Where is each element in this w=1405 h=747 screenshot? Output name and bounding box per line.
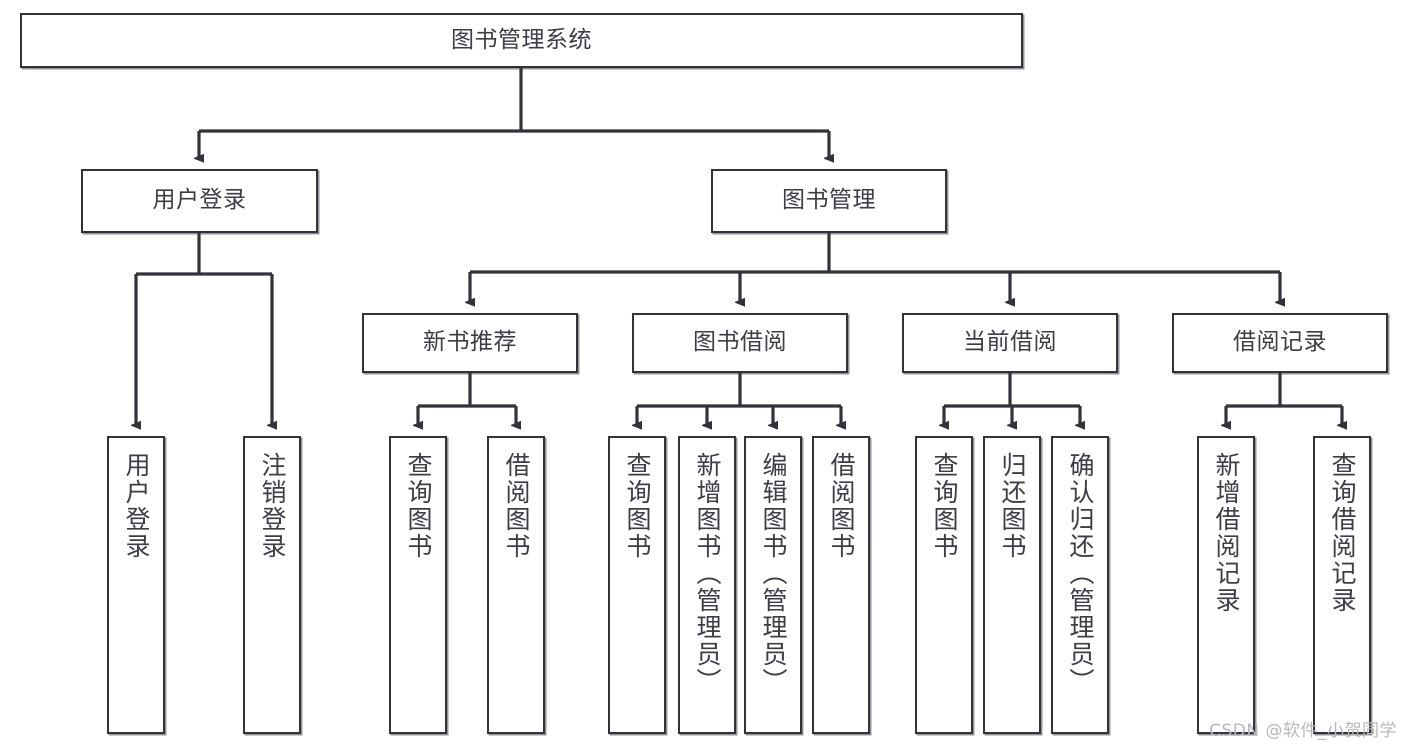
- node-leaf-confirm-return-label: 确认归还（管理员）: [1066, 452, 1095, 695]
- node-leaf-return-book-label: 归还图书: [998, 452, 1027, 560]
- node-book-manage-label: 图书管理: [782, 187, 876, 214]
- node-book-borrow-label: 图书借阅: [693, 329, 787, 356]
- node-book-manage[interactable]: 图书管理: [711, 169, 947, 233]
- node-leaf-borrow-book-1[interactable]: 借阅图书: [487, 436, 545, 734]
- node-current-borrow[interactable]: 当前借阅: [902, 313, 1118, 373]
- node-leaf-query-book-3-label: 查询图书: [930, 452, 959, 560]
- node-leaf-query-record[interactable]: 查询借阅记录: [1313, 436, 1371, 734]
- node-borrow-record[interactable]: 借阅记录: [1172, 313, 1388, 373]
- node-leaf-query-book-1-label: 查询图书: [404, 452, 433, 560]
- node-leaf-query-book-2-label: 查询图书: [623, 452, 652, 560]
- node-leaf-query-record-label: 查询借阅记录: [1328, 452, 1357, 614]
- node-leaf-add-record-label: 新增借阅记录: [1212, 452, 1241, 614]
- node-leaf-add-record[interactable]: 新增借阅记录: [1197, 436, 1255, 734]
- node-user-login-label: 用户登录: [152, 187, 247, 214]
- node-book-borrow[interactable]: 图书借阅: [632, 313, 848, 373]
- node-leaf-logout[interactable]: 注销登录: [243, 436, 301, 734]
- node-leaf-user-login-label: 用户登录: [122, 452, 151, 560]
- node-leaf-borrow-book-1-label: 借阅图书: [502, 452, 531, 560]
- node-root-system[interactable]: 图书管理系统: [20, 13, 1023, 68]
- node-leaf-query-book-1[interactable]: 查询图书: [389, 436, 447, 734]
- node-leaf-query-book-2[interactable]: 查询图书: [608, 436, 666, 734]
- node-leaf-edit-book-label: 编辑图书（管理员）: [759, 452, 788, 695]
- node-new-book-recommend[interactable]: 新书推荐: [362, 313, 578, 373]
- node-leaf-return-book[interactable]: 归还图书: [983, 436, 1041, 734]
- node-leaf-add-book[interactable]: 新增图书（管理员）: [678, 436, 736, 734]
- node-borrow-record-label: 借阅记录: [1233, 329, 1327, 356]
- node-root-system-label: 图书管理系统: [451, 26, 592, 53]
- node-user-login[interactable]: 用户登录: [81, 169, 318, 233]
- node-current-borrow-label: 当前借阅: [963, 329, 1057, 356]
- node-leaf-confirm-return[interactable]: 确认归还（管理员）: [1051, 436, 1109, 734]
- node-leaf-borrow-book-2[interactable]: 借阅图书: [812, 436, 870, 734]
- node-leaf-edit-book[interactable]: 编辑图书（管理员）: [744, 436, 802, 734]
- node-new-book-recommend-label: 新书推荐: [423, 329, 517, 356]
- node-leaf-logout-label: 注销登录: [258, 452, 287, 560]
- node-leaf-add-book-label: 新增图书（管理员）: [693, 452, 722, 695]
- node-leaf-user-login[interactable]: 用户登录: [107, 436, 165, 734]
- node-leaf-borrow-book-2-label: 借阅图书: [827, 452, 856, 560]
- node-leaf-query-book-3[interactable]: 查询图书: [915, 436, 973, 734]
